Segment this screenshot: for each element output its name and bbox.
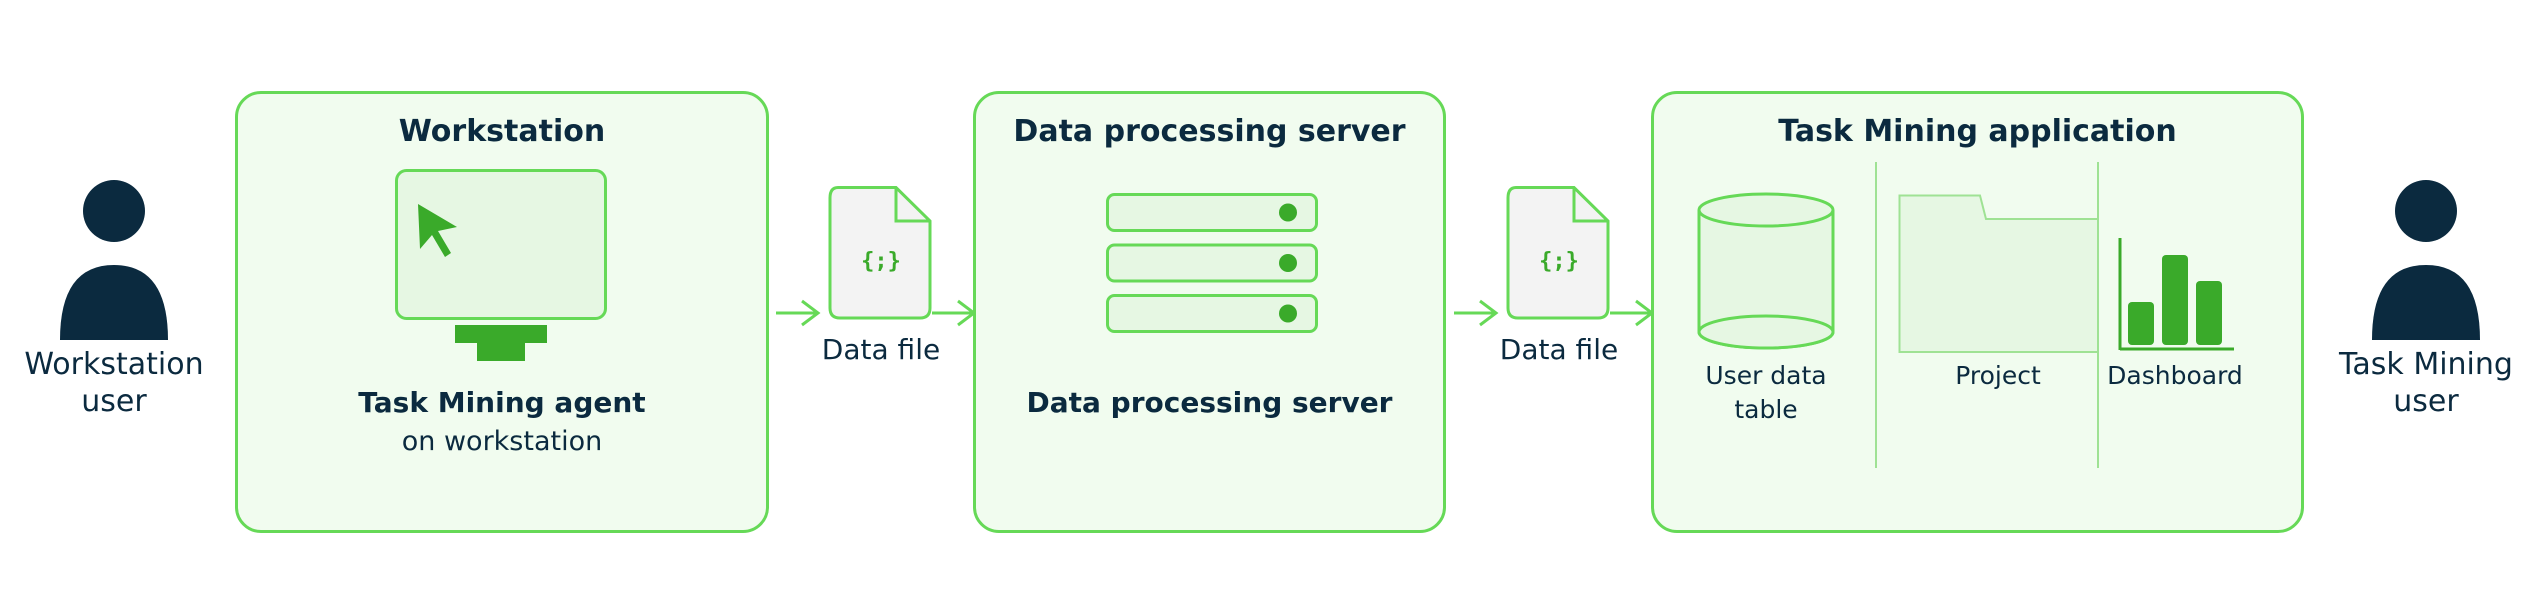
monitor-icon [395,169,610,369]
project-label: Project [1955,361,2041,390]
agent-title: Task Mining agent [358,386,646,419]
arrow-to-server [930,297,978,329]
database-icon [1697,192,1835,352]
arrow-to-application [1608,297,1656,329]
file-glyph-1: {;} [861,249,901,274]
workstation-user-icon [58,180,170,340]
bar-chart-icon [2116,238,2244,352]
data-file-label-2: Data file [1499,333,1619,366]
server-rack-icon [1106,193,1318,333]
folder-icon [1898,194,2098,354]
user-data-table-label: User data table [1705,361,1827,424]
workstation-user-label: Workstation user [24,347,204,419]
application-box: Task Mining application User data table … [1651,91,2304,533]
data-file-icon-2 [1506,186,1612,320]
task-mining-user-label: Task Mining user [2339,347,2513,419]
agent-subtitle: on workstation [401,426,603,457]
arrow-to-file-2 [1452,297,1500,329]
data-file-icon-1 [828,186,934,320]
arrow-to-file-1 [774,297,822,329]
divider-2 [2097,162,2099,468]
data-file-label-1: Data file [821,333,941,366]
file-glyph-2: {;} [1539,249,1579,274]
task-mining-user-icon [2370,180,2482,340]
application-title: Task Mining application [1778,114,2177,149]
dashboard-label: Dashboard [2107,361,2243,390]
cursor-icon [418,204,457,257]
server-title: Data processing server [1013,114,1406,149]
workstation-box: Workstation Task Mining agent on worksta… [235,91,769,533]
server-box: Data processing server Data processing s… [973,91,1446,533]
divider-1 [1875,162,1877,468]
server-label: Data processing server [1026,386,1393,419]
workstation-title: Workstation [398,114,606,149]
